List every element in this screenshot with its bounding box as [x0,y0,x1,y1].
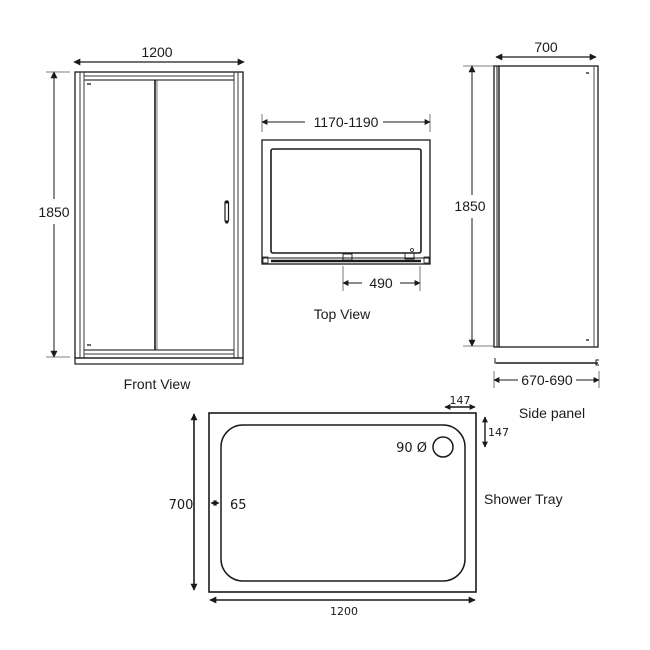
side-panel-caption: Side panel [519,405,585,421]
top-width-label: 1170-1190 [314,114,379,130]
shower-tray-caption: Shower Tray [484,491,563,507]
front-view-caption: Front View [124,376,192,392]
tray-width-label: 1200 [330,605,358,618]
side-width-label: 700 [534,39,558,55]
shower-tray-view: 90 Ø 147 147 700 65 1200 Shower Tray [169,394,563,618]
tray-depth-label: 700 [169,498,194,513]
front-view: 1200 1850 Front View [38,44,245,392]
door-handle-icon [224,200,230,223]
top-view: 1170-1190 490 Top View [261,114,431,322]
waste-offset-x-label: 147 [450,394,471,407]
waste-outlet-icon [432,436,454,458]
top-outer-frame [261,139,431,265]
front-width-label: 1200 [141,44,172,60]
front-height-label: 1850 [38,204,69,220]
top-view-caption: Top View [314,306,371,322]
side-panel-glass [493,65,599,348]
side-height-label: 1850 [454,198,485,214]
waste-offset-y-label: 147 [488,426,509,439]
side-panel-view: 700 1850 670-690 Side panel [454,39,600,421]
tray-inner-basin [220,424,466,582]
top-opening-label: 490 [369,275,393,291]
top-inner-frame [270,148,422,254]
tray-rim-label: 65 [230,498,247,513]
side-adjust-label: 670-690 [521,372,573,388]
tray-outer-edge [208,412,477,593]
waste-diameter-label: 90 Ø [396,441,427,456]
front-base-tray-edge [74,357,244,365]
